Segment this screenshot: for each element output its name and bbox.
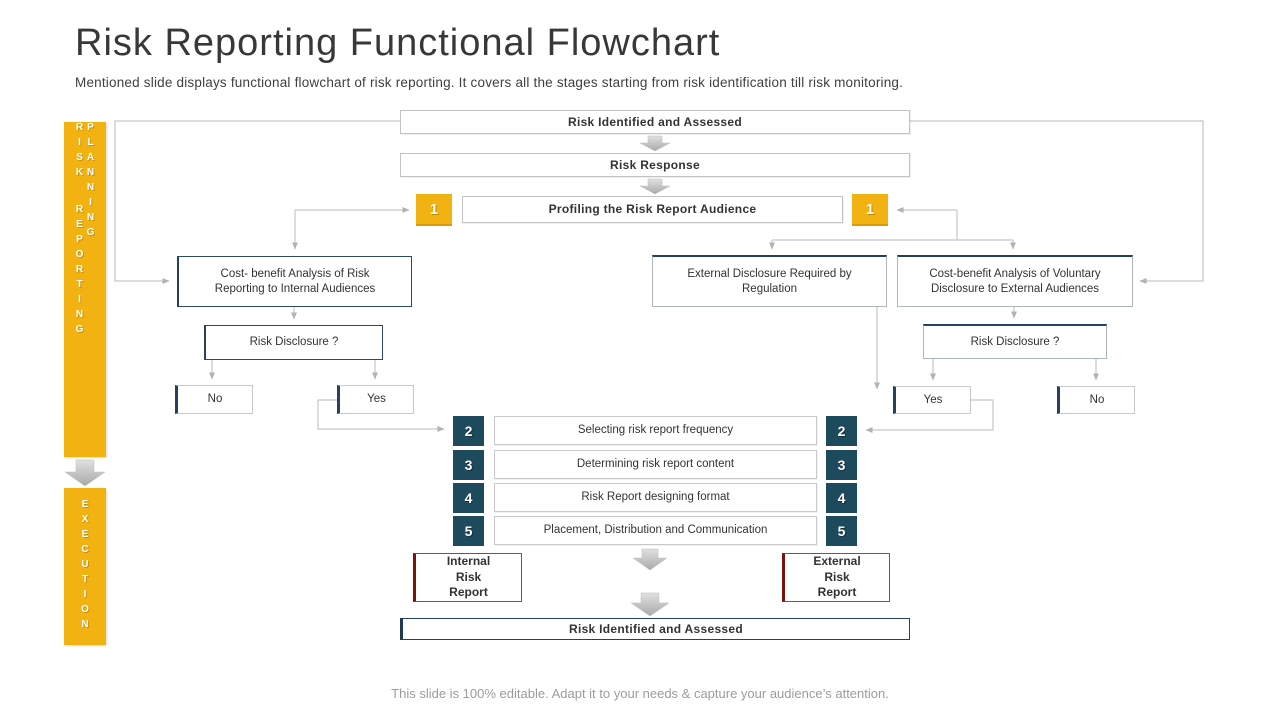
flow-box-step-frequency: Selecting risk report frequency [494, 416, 817, 445]
connector-yes-left-to-steps [317, 399, 445, 432]
flow-box-yes-right: Yes [893, 386, 971, 414]
step1-badge-left: 1 [416, 194, 452, 226]
flow-box-profiling-audience: Profiling the Risk Report Audience [462, 196, 843, 223]
flow-box-risk-response: Risk Response [400, 153, 910, 177]
block-arrow-top1 [639, 135, 671, 152]
block-arrow-sidebar [64, 459, 106, 487]
flow-box-step-content: Determining risk report content [494, 450, 817, 479]
block-arrow-top2 [639, 178, 671, 195]
step-number-left-2: 2 [453, 416, 484, 446]
sidebar-planning-bar: RISK REPORTING PLANNING [64, 122, 106, 457]
flow-box-risk-disclosure-left: Risk Disclosure ? [204, 325, 383, 360]
flow-box-step-placement: Placement, Distribution and Communicatio… [494, 516, 817, 545]
flow-box-cost-benefit-external: Cost-benefit Analysis of Voluntary Discl… [897, 255, 1133, 307]
flow-box-no-left: No [175, 385, 253, 414]
flow-box-step-format: Risk Report designing format [494, 483, 817, 512]
connector-left-loop [114, 120, 400, 284]
flow-box-external-risk-report: External Risk Report [782, 553, 890, 602]
slide-footer: This slide is 100% editable. Adapt it to… [391, 686, 889, 701]
flow-box-risk-identified-top: Risk Identified and Assessed [400, 110, 910, 134]
block-arrows [64, 135, 671, 617]
sidebar-planning-label: RISK REPORTING PLANNING [74, 122, 96, 339]
flow-box-risk-disclosure-right: Risk Disclosure ? [923, 324, 1107, 359]
flow-box-internal-risk-report: Internal Risk Report [413, 553, 522, 602]
step-number-right-2: 2 [826, 416, 857, 446]
step-number-left-4: 4 [453, 483, 484, 513]
flow-box-external-disclosure: External Disclosure Required by Regulati… [652, 255, 887, 307]
step-number-right-3: 3 [826, 450, 857, 480]
page-subtitle: Mentioned slide displays functional flow… [75, 75, 904, 90]
connector-yes-right-to-steps [865, 399, 994, 433]
step1-badge-right: 1 [852, 194, 888, 226]
step-number-right-5: 5 [826, 516, 857, 546]
block-arrow-bottom2 [630, 592, 670, 617]
block-arrow-bottom1 [632, 548, 668, 571]
step-number-right-4: 4 [826, 483, 857, 513]
flow-box-no-right: No [1057, 386, 1135, 414]
flow-box-risk-identified-bottom: Risk Identified and Assessed [400, 618, 910, 640]
step-number-left-5: 5 [453, 516, 484, 546]
connector-lines [114, 120, 1204, 433]
flow-box-yes-left: Yes [337, 385, 414, 414]
connector-right-loop [910, 120, 1204, 284]
sidebar-execution-bar: EXECUTION [64, 488, 106, 645]
step-number-left-3: 3 [453, 450, 484, 480]
page-title: Risk Reporting Functional Flowchart [75, 22, 721, 64]
sidebar-execution-label: EXECUTION [79, 499, 91, 634]
flow-box-cost-benefit-internal: Cost- benefit Analysis of Risk Reporting… [177, 256, 412, 307]
